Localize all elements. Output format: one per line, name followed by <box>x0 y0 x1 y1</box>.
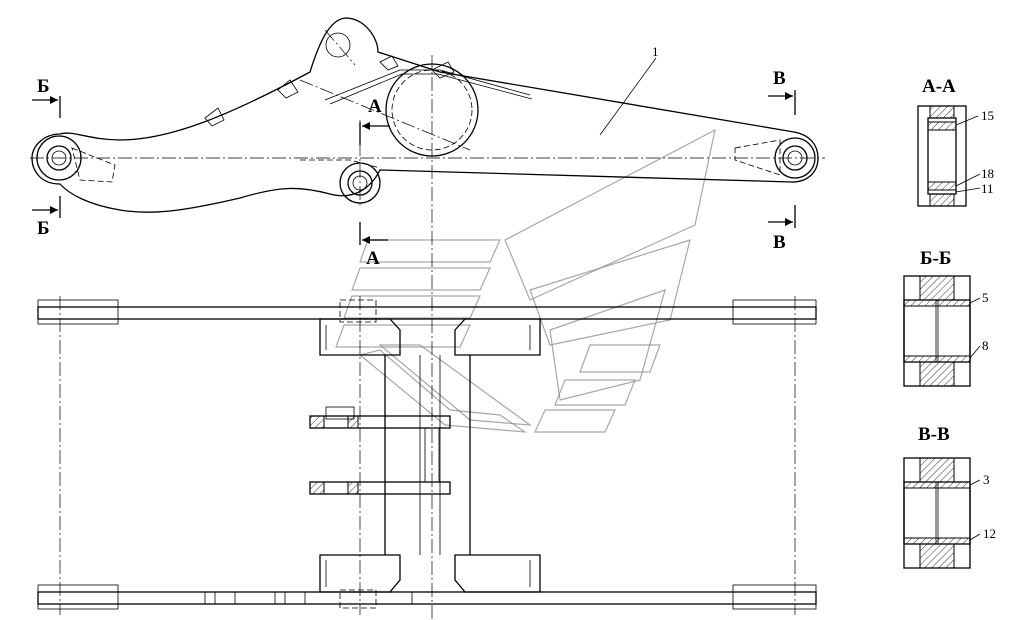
section-mark-a-top: А <box>368 96 382 117</box>
section-mark-b-bottom: Б <box>37 218 50 239</box>
boom-top-view <box>37 296 817 615</box>
section-mark-v-top: В <box>773 68 786 89</box>
section-title-bb: Б-Б <box>920 248 951 269</box>
watermark-logo <box>335 128 716 433</box>
part-number-1: 1 <box>652 44 659 59</box>
part-number-11: 11 <box>981 181 994 196</box>
section-bb <box>903 275 981 387</box>
section-mark-b-top: Б <box>37 76 50 97</box>
boom-outline <box>31 17 819 213</box>
part-number-8: 8 <box>982 338 989 353</box>
bottom-beam <box>37 591 817 605</box>
part-number-12: 12 <box>983 526 996 541</box>
section-title-vv: В-В <box>918 424 950 445</box>
top-beam <box>37 306 817 320</box>
part-number-5: 5 <box>982 290 989 305</box>
part-number-15: 15 <box>981 108 994 123</box>
section-aa <box>917 105 981 207</box>
section-cut-marks <box>32 90 796 245</box>
section-mark-a-bottom: А <box>366 248 380 269</box>
upper-pin <box>325 32 351 58</box>
section-mark-v-bottom: В <box>773 232 786 253</box>
section-title-aa: А-А <box>922 76 956 97</box>
part-number-18: 18 <box>981 166 994 181</box>
boom-side-view <box>30 17 825 620</box>
part-number-3: 3 <box>983 472 990 487</box>
section-vv <box>903 457 981 569</box>
